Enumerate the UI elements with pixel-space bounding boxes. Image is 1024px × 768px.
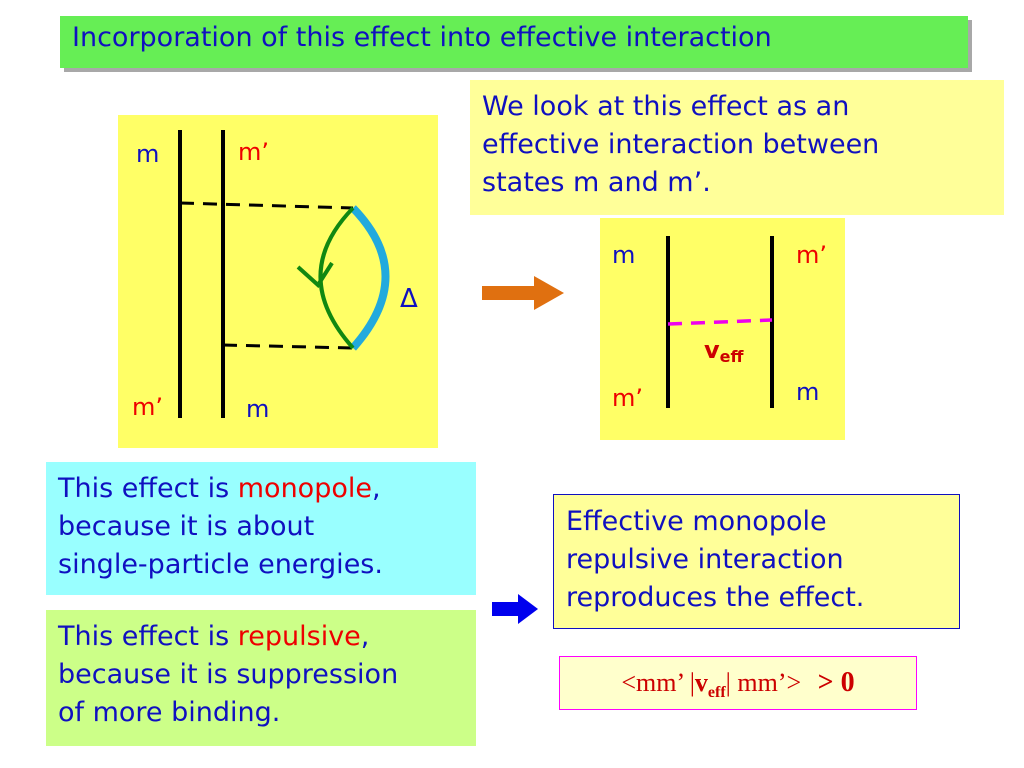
repulsive-line-2: because it is suppression bbox=[58, 659, 399, 690]
effective-line: repulsive interaction bbox=[566, 544, 844, 575]
effective-line: reproduces the effect. bbox=[566, 582, 865, 613]
dashed-lower bbox=[222, 343, 354, 350]
effective-box: Effective monopole repulsive interaction… bbox=[553, 494, 960, 629]
title-banner: Incorporation of this effect into effect… bbox=[60, 16, 968, 68]
formula-gt: > 0 bbox=[817, 667, 855, 698]
repulsive-highlight: repulsive bbox=[237, 621, 361, 652]
note-box: We look at this effect as an effective i… bbox=[470, 80, 1004, 215]
monopole-line-3: single-particle energies. bbox=[58, 549, 383, 580]
diagram-left: m m’ m’ m Δ bbox=[118, 115, 438, 448]
label-top-right: m’ bbox=[238, 138, 269, 166]
veff-label: veff bbox=[704, 336, 745, 366]
arrow-right-blue-icon bbox=[492, 594, 538, 624]
monopole-box: This effect is monopole, because it is a… bbox=[46, 462, 476, 595]
label-bottom-right: m bbox=[246, 395, 269, 423]
formula-part1: <mm’ | bbox=[621, 668, 695, 697]
repulsive-line-1: This effect is repulsive, bbox=[58, 621, 370, 652]
repulsive-line-3: of more binding. bbox=[58, 697, 281, 728]
arrow-head bbox=[296, 261, 334, 289]
diagram-right: m m’ m’ m veff bbox=[600, 218, 845, 440]
note-line: states m and m’. bbox=[482, 167, 711, 198]
delta-symbol: Δ bbox=[400, 284, 418, 314]
monopole-highlight: monopole bbox=[237, 473, 372, 504]
hole-line bbox=[350, 205, 390, 351]
label-top-left: m bbox=[612, 241, 635, 269]
slide-title: Incorporation of this effect into effect… bbox=[72, 22, 772, 53]
label-bottom-left: m’ bbox=[132, 393, 163, 421]
diagram-right-svg: m m’ m’ m veff bbox=[612, 236, 827, 412]
diagram-left-svg: m m’ m’ m Δ bbox=[132, 130, 418, 423]
repulsive-box: This effect is repulsive, because it is … bbox=[46, 610, 476, 746]
monopole-line-1: This effect is monopole, bbox=[58, 473, 381, 504]
note-line: effective interaction between bbox=[482, 129, 880, 160]
note-line: We look at this effect as an bbox=[482, 91, 850, 122]
label-bottom-right: m bbox=[796, 378, 819, 406]
label-bottom-left: m’ bbox=[612, 384, 643, 412]
veff-line bbox=[667, 318, 773, 326]
formula-v: v bbox=[694, 668, 708, 697]
formula-part2: | mm’> bbox=[725, 668, 802, 697]
effective-line: Effective monopole bbox=[566, 506, 827, 537]
particle-line bbox=[318, 206, 355, 350]
dashed-upper bbox=[179, 201, 354, 210]
formula-sub: eff bbox=[707, 684, 726, 702]
label-top-left: m bbox=[136, 140, 159, 168]
formula-box: <mm’ |veff| mm’> > 0 bbox=[559, 656, 917, 710]
arrow-right-icon bbox=[482, 276, 564, 310]
label-top-right: m’ bbox=[796, 241, 827, 269]
monopole-line-2: because it is about bbox=[58, 511, 315, 542]
